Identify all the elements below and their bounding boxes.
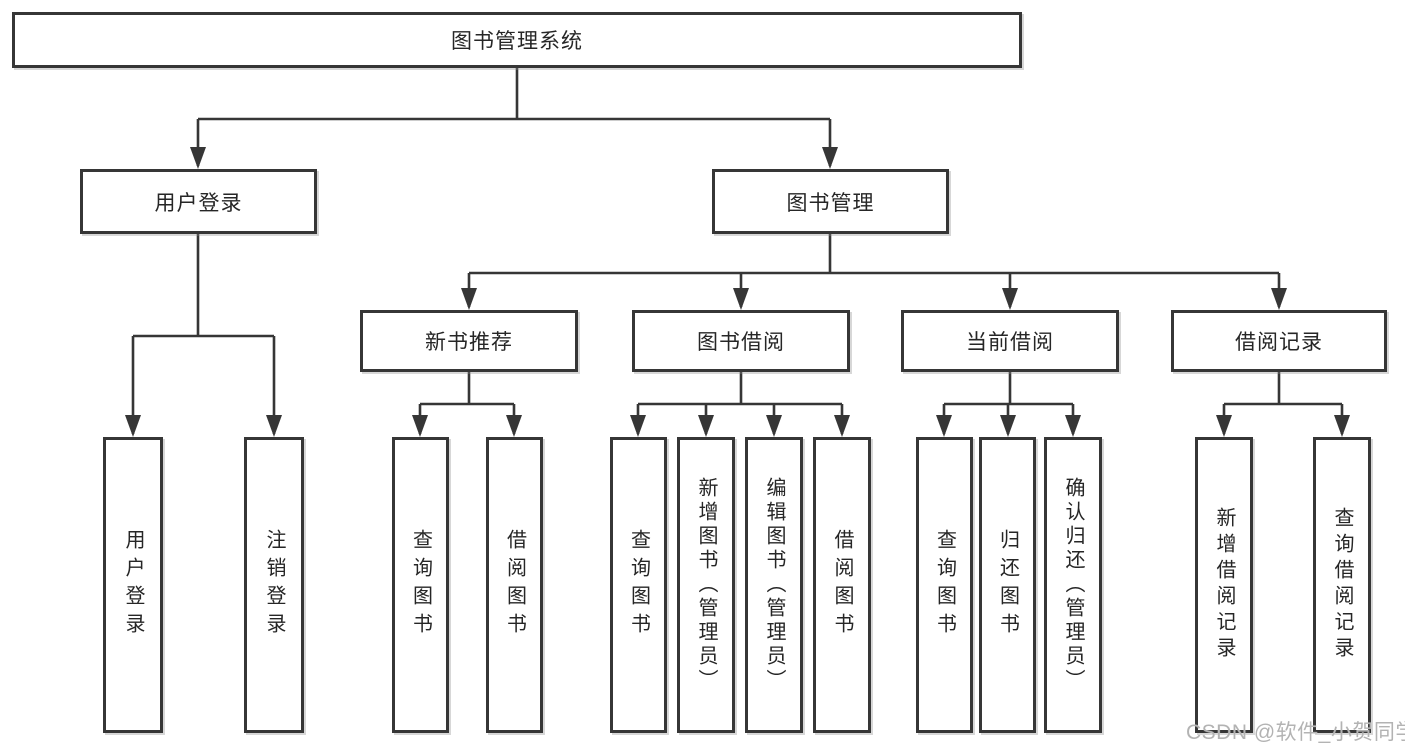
node-book-borrow: 图书借阅 xyxy=(632,310,850,372)
arrow-down-icon xyxy=(822,147,838,169)
arrow-down-icon xyxy=(630,415,646,437)
arrow-down-icon xyxy=(1002,288,1018,310)
leaf-borrow-books-recommend: 借阅图书 xyxy=(486,437,543,733)
arrow-down-icon xyxy=(766,415,782,437)
arrow-down-icon xyxy=(506,415,522,437)
leaf-edit-books-admin: 编辑图书（管理员） xyxy=(745,437,803,733)
leaf-logout: 注销登录 xyxy=(244,437,304,733)
arrow-down-icon xyxy=(1000,415,1016,437)
arrow-down-icon xyxy=(834,415,850,437)
arrow-down-icon xyxy=(1334,415,1350,437)
arrow-down-icon xyxy=(1216,415,1232,437)
node-user-login: 用户登录 xyxy=(80,169,317,234)
leaf-query-borrow-record: 查询借阅记录 xyxy=(1313,437,1371,733)
leaf-query-books-borrow: 查询图书 xyxy=(610,437,667,733)
leaf-add-books-admin: 新增图书（管理员） xyxy=(677,437,735,733)
leaf-query-books-current: 查询图书 xyxy=(916,437,973,733)
arrow-down-icon xyxy=(1271,288,1287,310)
leaf-add-borrow-record: 新增借阅记录 xyxy=(1195,437,1253,733)
node-book-management: 图书管理 xyxy=(712,169,949,234)
arrow-down-icon xyxy=(412,415,428,437)
node-library-management-system: 图书管理系统 xyxy=(12,12,1022,68)
node-current-borrow: 当前借阅 xyxy=(901,310,1119,372)
arrow-down-icon xyxy=(190,147,206,169)
leaf-return-books: 归还图书 xyxy=(979,437,1036,733)
watermark: CSDN @软件_小贺同学 xyxy=(1186,721,1405,744)
node-borrow-records: 借阅记录 xyxy=(1171,310,1387,372)
arrow-down-icon xyxy=(698,415,714,437)
leaf-query-books-recommend: 查询图书 xyxy=(392,437,449,733)
arrow-down-icon xyxy=(266,415,282,437)
arrow-down-icon xyxy=(461,288,477,310)
leaf-user-login: 用户登录 xyxy=(103,437,163,733)
node-new-book-recommend: 新书推荐 xyxy=(360,310,578,372)
leaf-borrow-books: 借阅图书 xyxy=(813,437,871,733)
leaf-confirm-return-admin: 确认归还（管理员） xyxy=(1044,437,1102,733)
arrow-down-icon xyxy=(1065,415,1081,437)
arrow-down-icon xyxy=(733,288,749,310)
arrow-down-icon xyxy=(936,415,952,437)
arrow-down-icon xyxy=(125,415,141,437)
